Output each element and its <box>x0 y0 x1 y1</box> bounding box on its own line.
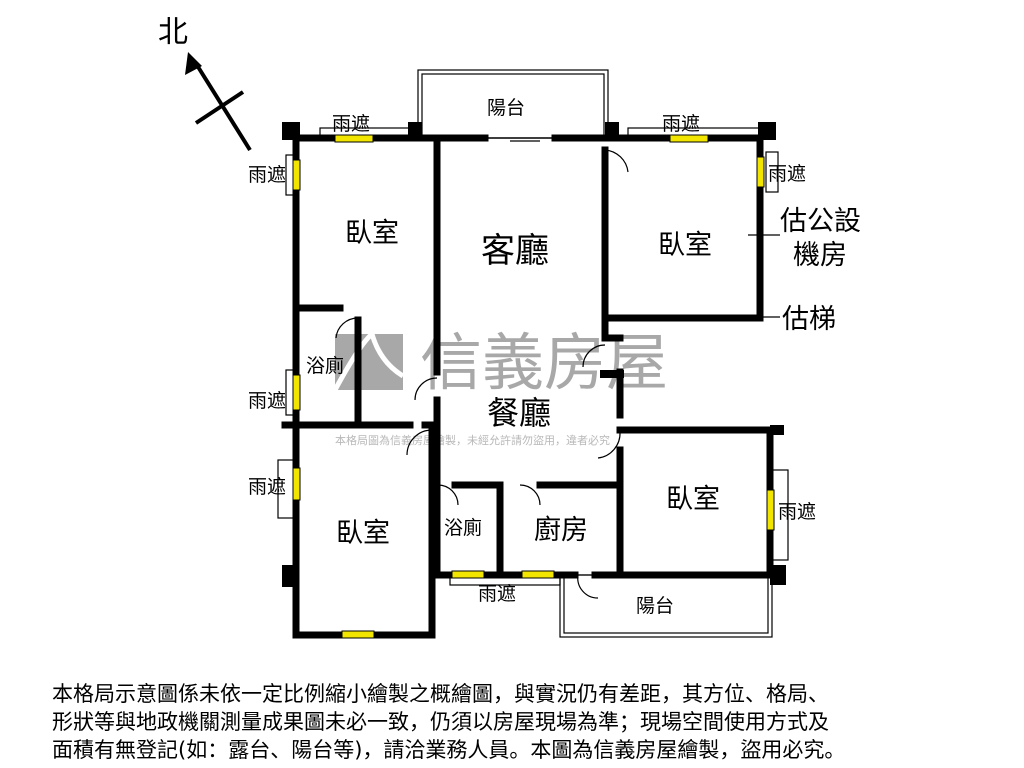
disclaimer: 本格局示意圖係未依一定比例縮小繪製之概繪圖，與實況仍有差距，其方位、格局、 形狀… <box>52 680 1012 764</box>
watermark-notice: 本格局圖為信義房屋繪製，未經允許請勿盜用，違者必究 <box>335 433 610 447</box>
awning-label: 雨遮 <box>248 390 286 412</box>
room-balcony-top: 陽台 <box>487 97 525 119</box>
awning-label: 雨遮 <box>248 476 286 498</box>
room-public-machine: 估公設 <box>780 206 861 237</box>
room-stairs: 估梯 <box>782 304 836 335</box>
room-kitchen: 廚房 <box>534 515 588 546</box>
awning-label: 雨遮 <box>478 583 516 605</box>
doors <box>335 137 629 599</box>
room-bedroom-se: 臥室 <box>666 484 720 515</box>
awning-label: 雨遮 <box>248 164 286 186</box>
watermark-logo <box>335 334 403 390</box>
room-balcony-bottom: 陽台 <box>636 595 674 617</box>
leader-lines <box>748 234 780 318</box>
room-dining: 餐廳 <box>487 394 551 432</box>
room-living: 客廳 <box>481 231 549 271</box>
disclaimer-line: 本格局示意圖係未依一定比例縮小繪製之概繪圖，與實況仍有差距，其方位、格局、 <box>52 682 829 706</box>
room-bath-s: 浴廁 <box>444 516 482 539</box>
room-public-machine-2: 機房 <box>793 240 847 271</box>
windows <box>292 134 775 639</box>
room-bath-w: 浴廁 <box>306 354 344 377</box>
north-arrow-icon <box>185 52 252 152</box>
awning-label: 雨遮 <box>768 163 806 185</box>
room-bedroom-sw: 臥室 <box>336 518 390 549</box>
disclaimer-line: 面積有無登記(如：露台、陽台等)，請洽業務人員。本圖為信義房屋繪製，盜用必究。 <box>52 738 846 762</box>
awning-label: 雨遮 <box>332 113 370 135</box>
wall-columns <box>282 122 786 587</box>
awning-label: 雨遮 <box>778 501 816 523</box>
room-bedroom-ne: 臥室 <box>658 230 712 261</box>
disclaimer-line: 形狀等與地政機關測量成果圖未必一致，仍須以房屋現場為準；現場空間使用方式及 <box>52 710 829 734</box>
north-label: 北 <box>158 15 188 50</box>
watermark: 信義房屋 本格局圖為信義房屋繪製，未經允許請勿盜用，違者必究 <box>332 326 668 447</box>
watermark-brand: 信義房屋 <box>420 326 668 399</box>
room-bedroom-nw: 臥室 <box>345 218 399 249</box>
awning-label: 雨遮 <box>662 113 700 135</box>
